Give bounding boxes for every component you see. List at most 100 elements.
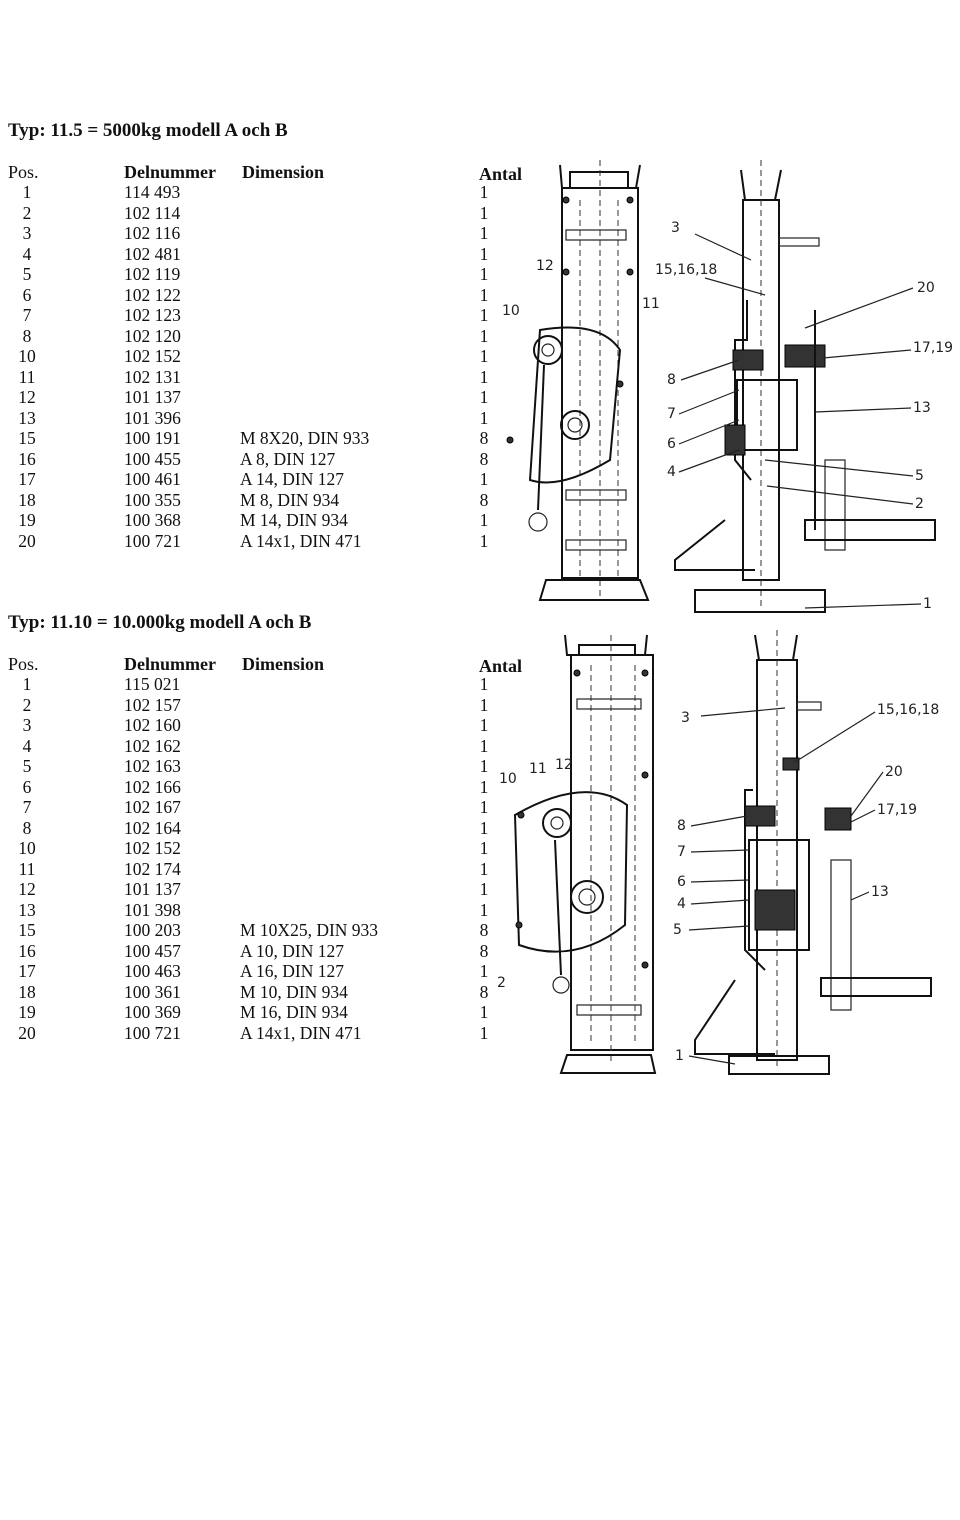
cell-qty: 1 <box>479 961 489 981</box>
cell-pos: 4 <box>22 735 32 756</box>
cell-pos: 15 <box>18 428 36 448</box>
cell-qty: 1 <box>479 469 489 489</box>
cell-pos: 6 <box>22 284 32 305</box>
svg-text:6: 6 <box>677 874 686 890</box>
cell-part: 102 114 <box>124 202 181 223</box>
cell-part: 102 160 <box>124 715 181 735</box>
cell-qty: 8 <box>479 981 489 1002</box>
svg-text:13: 13 <box>913 400 931 416</box>
cell-part: 102 123 <box>124 305 181 325</box>
jack-drawing-front-11-10: 10 11 12 2 <box>497 634 657 1074</box>
cell-qty: 1 <box>479 797 489 817</box>
svg-text:17,19: 17,19 <box>877 802 917 818</box>
cell-qty: 1 <box>479 346 489 366</box>
cell-pos: 20 <box>18 1022 36 1043</box>
cell-part: 102 166 <box>124 776 181 797</box>
cell-pos: 18 <box>18 489 36 510</box>
cell-pos: 8 <box>22 325 32 346</box>
cell-qty: 8 <box>479 489 489 510</box>
col-header-qty: Antal <box>479 656 523 676</box>
svg-text:7: 7 <box>667 406 676 422</box>
svg-text:20: 20 <box>885 764 903 780</box>
cell-qty: 1 <box>479 817 489 838</box>
cell-part: 100 361 <box>124 981 181 1002</box>
cell-dim: M 10, DIN 934 <box>240 981 348 1002</box>
col-header-part: Delnummer <box>124 162 216 182</box>
cell-dim: M 14, DIN 934 <box>240 510 348 530</box>
cell-dim: A 14x1, DIN 471 <box>240 530 362 551</box>
svg-text:11: 11 <box>529 761 547 777</box>
col-header-dimension: Dimension <box>242 654 325 674</box>
svg-text:15,16,18: 15,16,18 <box>655 262 717 278</box>
col-header-qty: Antal <box>479 164 523 184</box>
cell-qty: 1 <box>479 182 489 202</box>
cell-part: 114 493 <box>124 182 181 202</box>
cell-dim: M 16, DIN 934 <box>240 1002 348 1022</box>
cell-part: 102 167 <box>124 797 181 817</box>
cell-pos: 2 <box>22 694 32 715</box>
cell-part: 102 481 <box>124 243 181 264</box>
cell-part: 102 162 <box>124 735 181 756</box>
cell-pos: 11 <box>18 366 36 387</box>
jack-drawing-side-11-5: 3 15,16,18 20 17,19 8 13 7 6 5 4 2 1 <box>655 160 953 613</box>
cell-pos: 20 <box>18 530 36 551</box>
jack-drawing-front-11-5: 12 10 11 <box>502 160 660 601</box>
cell-part: 100 457 <box>124 940 181 961</box>
cell-qty: 1 <box>479 1022 489 1043</box>
svg-text:15,16,18: 15,16,18 <box>877 702 939 718</box>
cell-qty: 8 <box>479 448 489 469</box>
cell-part: 100 721 <box>124 1022 181 1043</box>
cell-part: 102 116 <box>124 223 181 243</box>
svg-text:5: 5 <box>915 468 924 484</box>
cell-qty: 1 <box>479 284 489 305</box>
svg-text:13: 13 <box>871 884 889 900</box>
cell-part: 102 174 <box>124 858 181 879</box>
cell-qty: 1 <box>479 305 489 325</box>
cell-dim: M 8, DIN 934 <box>240 489 340 510</box>
cell-part: 102 157 <box>124 694 181 715</box>
col-header-part: Delnummer <box>124 654 216 674</box>
cell-pos: 12 <box>18 879 36 899</box>
cell-pos: 13 <box>18 899 36 920</box>
cell-qty: 1 <box>479 366 489 387</box>
svg-text:12: 12 <box>555 757 573 773</box>
cell-part: 102 122 <box>124 284 181 305</box>
svg-text:20: 20 <box>917 280 935 296</box>
cell-part: 100 463 <box>124 961 181 981</box>
cell-qty: 1 <box>479 223 489 243</box>
cell-pos: 10 <box>18 838 36 858</box>
svg-text:2: 2 <box>915 496 924 512</box>
section-title-11-5: Typ: 11.5 = 5000kg modell A och B <box>8 120 288 141</box>
cell-part: 102 131 <box>124 366 181 387</box>
col-header-pos: Pos. <box>8 654 39 674</box>
svg-text:11: 11 <box>642 296 660 312</box>
cell-pos: 5 <box>22 264 32 284</box>
cell-pos: 16 <box>18 940 36 961</box>
cell-pos: 1 <box>22 182 32 202</box>
col-header-pos: Pos. <box>8 162 39 182</box>
cell-qty: 1 <box>479 530 489 551</box>
svg-text:1: 1 <box>675 1048 684 1064</box>
svg-text:10: 10 <box>502 303 520 319</box>
cell-qty: 1 <box>479 756 489 776</box>
cell-part: 100 355 <box>124 489 181 510</box>
cell-qty: 1 <box>479 776 489 797</box>
cell-pos: 8 <box>22 817 32 838</box>
col-header-dimension: Dimension <box>242 162 325 182</box>
cell-dim: A 14x1, DIN 471 <box>240 1022 362 1043</box>
cell-qty: 1 <box>479 838 489 858</box>
cell-pos: 19 <box>18 1002 36 1022</box>
cell-part: 100 369 <box>124 1002 181 1022</box>
svg-text:5: 5 <box>673 922 682 938</box>
cell-part: 100 368 <box>124 510 181 530</box>
svg-text:7: 7 <box>677 844 686 860</box>
svg-text:12: 12 <box>536 258 554 274</box>
cell-pos: 3 <box>22 715 32 735</box>
cell-dim: A 16, DIN 127 <box>240 961 345 981</box>
cell-part: 102 152 <box>124 838 181 858</box>
cell-part: 102 152 <box>124 346 181 366</box>
cell-qty: 1 <box>479 510 489 530</box>
cell-pos: 19 <box>18 510 36 530</box>
cell-pos: 18 <box>18 981 36 1002</box>
cell-qty: 1 <box>479 858 489 879</box>
